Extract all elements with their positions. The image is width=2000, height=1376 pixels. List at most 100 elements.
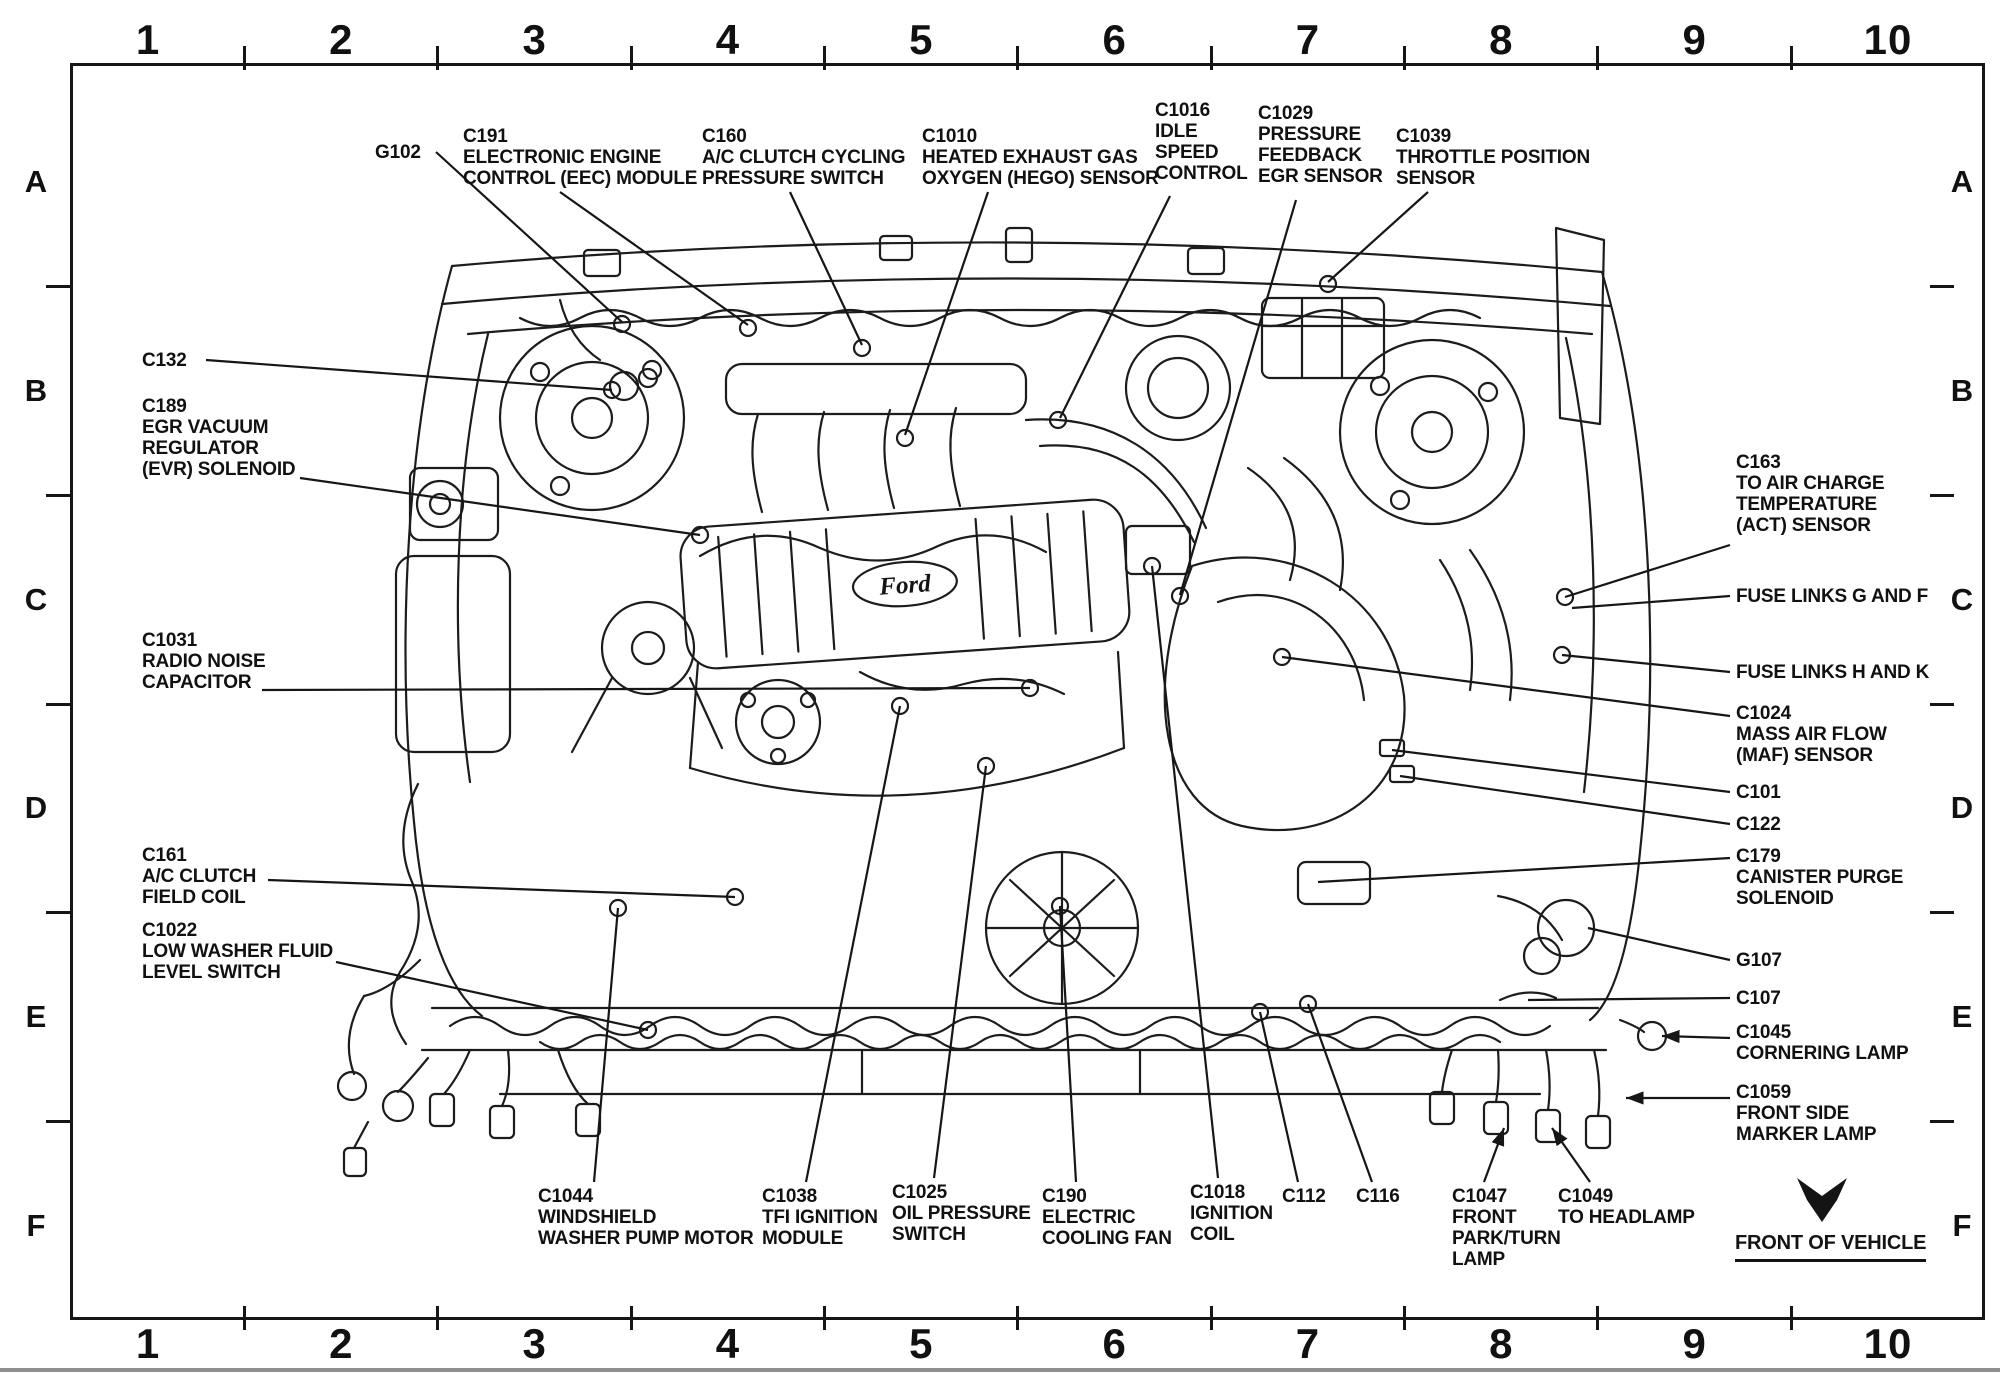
grid-row-label-right: B (1950, 372, 1974, 408)
ruler-tick-top (629, 46, 633, 70)
callout-label-c189: C189 EGR VACUUM REGULATOR (EVR) SOLENOID (142, 396, 296, 480)
grid-col-label-bottom: 1 (135, 1320, 161, 1367)
ruler-tick-top (1016, 46, 1020, 70)
callout-label-c160: C160 A/C CLUTCH CYCLING PRESSURE SWITCH (702, 126, 906, 189)
front-of-vehicle: FRONT OF VEHICLE (1735, 1176, 1955, 1262)
callout-label-g107: G107 (1736, 950, 1782, 971)
ruler-tick-right (1930, 284, 1954, 288)
grid-col-label-top: 6 (1102, 16, 1127, 63)
grid-row-label-left: B (24, 372, 48, 408)
callout-label-c1045: C1045 CORNERING LAMP (1736, 1022, 1909, 1064)
ruler-tick-bottom (436, 1306, 440, 1330)
callout-label-c1029: C1029 PRESSURE FEEDBACK EGR SENSOR (1258, 103, 1383, 187)
ruler-tick-right (1930, 1120, 1954, 1124)
callout-line-fuse_links_gf (1571, 594, 1731, 610)
grid-col-label-bottom: 7 (1295, 1320, 1321, 1367)
callout-line-fuse_links_hk (1561, 653, 1731, 674)
grid-col-label-bottom: 4 (715, 1320, 741, 1367)
callout-line-c190 (1058, 905, 1078, 1183)
grid-row-label-left: D (24, 790, 48, 826)
ruler-tick-top (1403, 46, 1407, 70)
callout-line-c160 (789, 191, 863, 346)
grid-col-label-top: 3 (522, 16, 547, 63)
grid-col-label-bottom: 9 (1682, 1320, 1707, 1367)
ruler-tick-bottom (1209, 1306, 1213, 1330)
grid-col-label-top: 9 (1682, 16, 1707, 63)
grid-row-label-right: E (1951, 999, 1973, 1035)
callout-line-c1024 (1281, 655, 1731, 718)
callout-label-c1039: C1039 THROTTLE POSITION SENSOR (1396, 126, 1590, 189)
callout-label-c1018: C1018 IGNITION COIL (1190, 1182, 1273, 1245)
grid-row-label-right: C (1950, 581, 1974, 617)
callout-label-fuse_links_gf: FUSE LINKS G AND F (1736, 586, 1929, 607)
ruler-tick-bottom (1016, 1306, 1020, 1330)
callout-line-c1044 (592, 907, 620, 1183)
callout-line-g102 (435, 151, 623, 323)
front-of-vehicle-arrow-icon (1797, 1178, 1847, 1222)
diagram-frame (70, 63, 1985, 1320)
ruler-tick-top (1789, 46, 1793, 70)
ruler-tick-right (1930, 911, 1954, 915)
ruler-tick-bottom (1596, 1306, 1600, 1330)
engine-logo-text: Ford (877, 570, 932, 601)
callout-label-c179: C179 CANISTER PURGE SOLENOID (1736, 846, 1904, 909)
ruler-tick-bottom (1403, 1306, 1407, 1330)
callout-line-c1025 (932, 765, 988, 1179)
callout-line-c1010 (903, 191, 990, 436)
callout-line-c1022 (335, 960, 649, 1032)
callout-line-c163 (1564, 543, 1731, 599)
ruler-tick-bottom (243, 1306, 247, 1330)
callout-label-c116: C116 (1356, 1186, 1400, 1207)
grid-col-label-top: 10 (1863, 16, 1913, 63)
grid-row-label-right: D (1950, 790, 1974, 826)
callout-line-c189 (299, 476, 701, 537)
ruler-tick-top (1209, 46, 1213, 70)
grid-col-label-bottom: 6 (1102, 1320, 1127, 1367)
callout-label-c112: C112 (1282, 1186, 1326, 1207)
grid-row-label-right: F (1952, 1208, 1972, 1243)
callout-line-c1031 (261, 686, 1031, 692)
ruler-tick-bottom (823, 1306, 827, 1330)
ruler-tick-left (46, 702, 70, 706)
callout-line-c191 (559, 191, 749, 326)
callout-line-c132 (205, 358, 613, 392)
ruler-tick-left (46, 911, 70, 915)
callout-label-c107: C107 (1736, 988, 1781, 1009)
callout-line-c179 (1317, 856, 1731, 884)
front-of-vehicle-label: FRONT OF VEHICLE (1735, 1232, 1926, 1262)
ruler-tick-left (46, 284, 70, 288)
grid-row-label-left: E (25, 999, 47, 1035)
ruler-tick-left (46, 493, 70, 497)
callout-line-c1038 (804, 705, 902, 1183)
callout-label-c101: C101 (1736, 782, 1781, 803)
grid-col-label-bottom: 3 (522, 1320, 547, 1367)
callout-line-c1049 (1551, 1127, 1591, 1183)
callout-label-c1031: C1031 RADIO NOISE CAPACITOR (142, 630, 266, 693)
grid-col-label-bottom: 8 (1489, 1320, 1514, 1367)
callout-label-c191: C191 ELECTRONIC ENGINE CONTROL (EEC) MOD… (463, 126, 698, 189)
callout-label-c190: C190 ELECTRIC COOLING FAN (1042, 1186, 1172, 1249)
callout-line-c122 (1399, 774, 1731, 826)
ruler-tick-bottom (629, 1306, 633, 1330)
callout-label-c161: C161 A/C CLUTCH FIELD COIL (142, 845, 257, 908)
callout-line-c1016 (1059, 195, 1171, 419)
callout-line-c112 (1258, 1011, 1300, 1183)
grid-col-label-top: 2 (329, 16, 354, 63)
ruler-tick-left (46, 1120, 70, 1124)
callout-label-c132: C132 (142, 350, 187, 371)
grid-row-label-left: C (24, 581, 48, 617)
grid-col-label-top: 1 (135, 16, 161, 63)
callout-label-c1047: C1047 FRONT PARK/TURN LAMP (1452, 1186, 1561, 1270)
callout-label-c1059: C1059 FRONT SIDE MARKER LAMP (1736, 1082, 1877, 1145)
callout-label-g102: G102 (375, 142, 421, 163)
grid-row-label-left: A (24, 164, 48, 199)
grid-row-label-left: F (26, 1208, 46, 1243)
callout-label-c1044: C1044 WINDSHIELD WASHER PUMP MOTOR (538, 1186, 754, 1249)
callout-line-c1047 (1482, 1127, 1506, 1183)
callout-label-c1016: C1016 IDLE SPEED CONTROL (1155, 100, 1248, 184)
callout-label-c1024: C1024 MASS AIR FLOW (MAF) SENSOR (1736, 703, 1887, 766)
callout-label-c1038: C1038 TFI IGNITION MODULE (762, 1186, 878, 1249)
